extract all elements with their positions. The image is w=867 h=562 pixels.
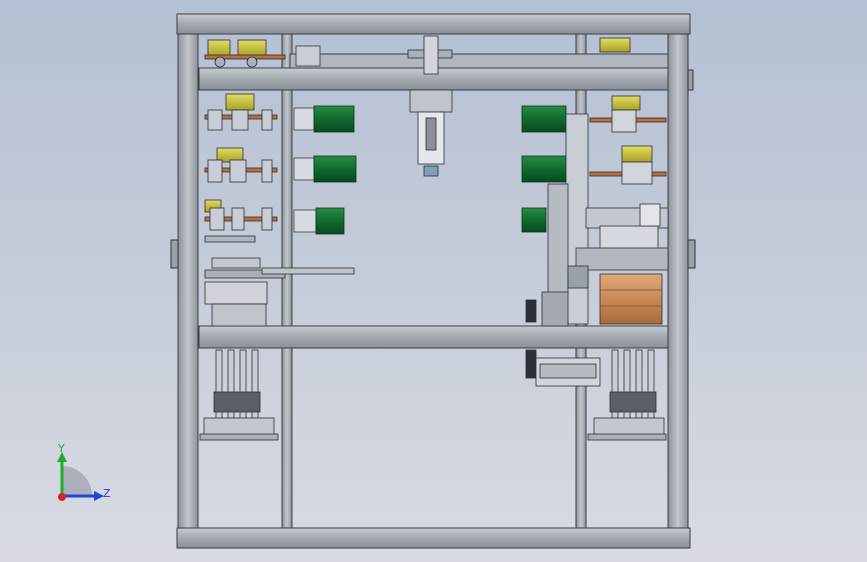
center-gantry-head — [295, 35, 453, 177]
lower-right-dispensers — [587, 349, 667, 441]
left-motors — [293, 105, 357, 235]
z-axis-label: Z — [103, 487, 111, 500]
side-brackets — [170, 69, 696, 269]
z-axis-arrow-icon — [94, 491, 104, 501]
lower-actuator — [525, 349, 601, 387]
right-roll-feeders — [589, 37, 667, 185]
y-axis-label: Y — [57, 442, 65, 455]
right-motors — [521, 105, 567, 233]
orientation-triad: Y Z — [57, 442, 111, 501]
y-axis-arrow-icon — [57, 452, 67, 462]
x-axis-origin-icon — [58, 493, 66, 501]
lower-left-dispensers — [199, 349, 279, 441]
left-roll-feeders — [204, 39, 355, 327]
right-mechanism — [525, 113, 669, 327]
